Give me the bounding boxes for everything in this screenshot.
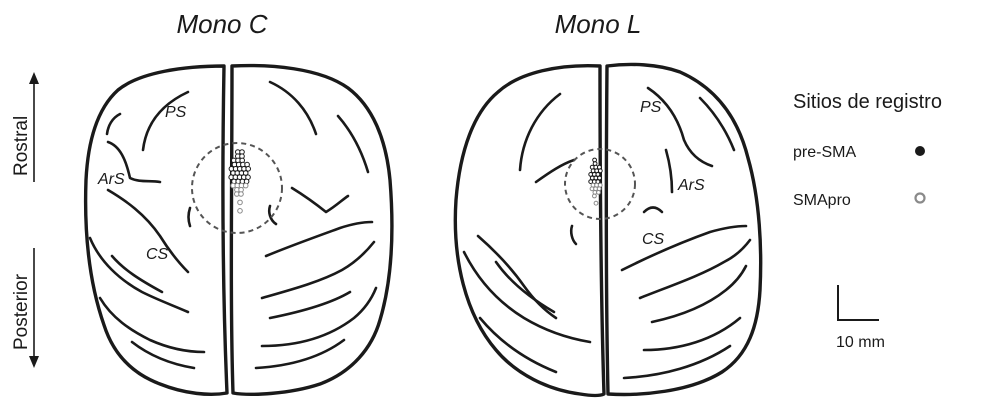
legend-title: Sitios de registro — [793, 91, 942, 113]
brain-l-ps-left — [520, 94, 560, 170]
smapro-site — [238, 209, 243, 214]
brain-c-cs-right — [266, 222, 372, 256]
brain-c-spur-left — [189, 208, 191, 226]
brain-mono-l: PS ArS CS — [455, 64, 760, 395]
brain-l-left-hemisphere — [455, 66, 604, 396]
legend-smapro-marker — [916, 194, 925, 203]
brain-c-ps-right — [270, 82, 316, 134]
brain-c-f1-right — [338, 116, 368, 172]
scale-bar: 10 mm — [836, 285, 885, 351]
brain-c-sts-right — [270, 292, 350, 318]
brain-c-cs-label: CS — [146, 246, 169, 263]
rostral-label: Rostral — [11, 116, 32, 176]
smapro-site — [238, 200, 243, 205]
brain-c-occ-right — [256, 340, 344, 368]
legend: Sitios de registro pre-SMA SMApro — [793, 91, 942, 209]
rostral-arrowhead — [29, 72, 39, 84]
smapro-site — [239, 192, 244, 197]
smapro-site — [594, 201, 598, 205]
brain-c-f1-left — [107, 114, 120, 134]
title-mono-l: Mono L — [555, 9, 642, 39]
posterior-label: Posterior — [11, 273, 32, 350]
smapro-site — [597, 191, 601, 195]
brain-l-ars-left — [536, 160, 574, 182]
brain-l-ps-label: PS — [640, 99, 662, 116]
brain-l-ips-left — [464, 252, 590, 342]
brain-c-ips-left — [90, 238, 188, 312]
brain-l-occ-right — [624, 346, 730, 378]
scale-bar-label: 10 mm — [836, 334, 885, 351]
posterior-arrowhead — [29, 356, 39, 368]
title-mono-c: Mono C — [176, 9, 267, 39]
pre-sma-site — [598, 169, 602, 173]
brain-l-lu-right — [644, 318, 740, 350]
smapro-site — [593, 194, 597, 198]
brain-c-ps-left — [143, 92, 188, 150]
brain-l-ips-right — [640, 240, 750, 298]
brain-c-ps-label: PS — [165, 104, 187, 121]
legend-smapro-label: SMApro — [793, 192, 851, 209]
legend-pre-sma-label: pre-SMA — [793, 144, 856, 161]
brain-c-right-hemisphere — [231, 66, 392, 395]
brain-l-f1-right — [700, 98, 734, 150]
brain-c-ars-label: ArS — [97, 171, 125, 188]
brain-l-spur-left — [571, 226, 576, 244]
brain-c-ars-right — [292, 188, 348, 212]
brain-l-ars-label: ArS — [677, 177, 705, 194]
brain-mono-c: PS ArS CS — [86, 66, 392, 395]
brain-l-ars-right — [666, 150, 672, 192]
brain-l-spur-right — [644, 208, 662, 213]
brain-l-cs-right — [622, 226, 746, 270]
brain-c-lu-left — [100, 298, 204, 352]
smapro-site — [243, 183, 248, 188]
legend-pre-sma-marker — [915, 146, 925, 156]
brain-l-cs-label: CS — [642, 231, 665, 248]
orientation-axis: Rostral Posterior — [11, 72, 39, 368]
